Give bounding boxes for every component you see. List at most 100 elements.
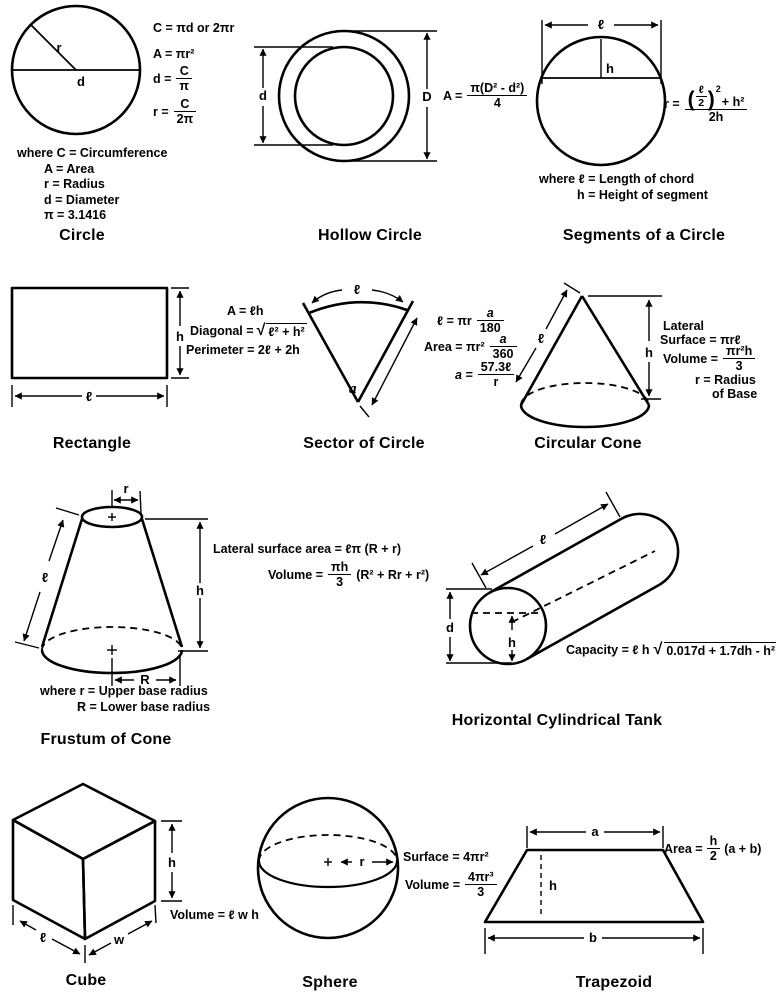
sector-arc <box>308 300 408 315</box>
fraction-denominator: 3 <box>328 574 352 589</box>
formula-lhs: A = <box>443 88 463 103</box>
fraction: π(D² - d²) 4 <box>467 81 528 111</box>
circle-drawing: r d <box>10 4 142 136</box>
cube-top-face <box>11 782 157 861</box>
cone-drawing: ℓ h <box>515 282 662 429</box>
legend-line: R = Lower base radius <box>77 699 211 714</box>
formula-rhs: (R² + Rr + r²) <box>356 567 430 582</box>
sphere-radius-label: r <box>359 854 364 869</box>
formula-lhs: Capacity = ℓ h <box>566 643 650 657</box>
hollow-area-formula: A = π(D² - d²) 4 <box>443 81 528 111</box>
top-center-cross <box>108 513 116 521</box>
circle-circumference-formula: C = πd or 2πr <box>153 21 235 35</box>
trapezoid-area-formula: Area = h 2 (a + b) <box>664 834 761 864</box>
legend-line: r = Radius <box>44 177 105 191</box>
close-paren: ) <box>707 88 715 112</box>
inner-circle-shape <box>293 45 395 147</box>
tank-back-cap <box>620 512 680 587</box>
segments-title: Segments of a Circle <box>562 227 726 244</box>
sector-left-edge <box>301 302 360 403</box>
cube-length-label: ℓ <box>40 930 46 945</box>
sector-drawing: ℓ a <box>301 282 418 418</box>
height-label: h <box>176 329 184 344</box>
fraction-numerator: ( ℓ 2 ) 2 + h² <box>685 84 748 112</box>
sqrt-symbol: √ <box>653 641 663 658</box>
fraction-numerator: h <box>709 834 718 848</box>
cone-title: Circular Cone <box>534 435 642 452</box>
fraction-denominator: 4 <box>467 95 528 110</box>
open-paren: ( <box>687 88 695 112</box>
segment-legend: where ℓ = Length of chord h = Height of … <box>539 172 708 203</box>
lower-radius-dimension: R <box>111 655 181 687</box>
frustum-base-back-dashed <box>41 626 183 651</box>
sector-radius-dimension <box>371 317 418 406</box>
inner-diameter-label: d <box>259 88 267 103</box>
circle-title: Circle <box>59 227 105 244</box>
numerator-rest: + h² <box>721 94 745 109</box>
circle-radius-formula: r = C 2π <box>153 97 197 127</box>
top-side-dimension: a <box>526 824 664 848</box>
fraction-denominator: 3 <box>465 884 497 899</box>
formula-lhs: ℓ = πr <box>437 313 472 328</box>
frustum-height-dimension: h <box>145 518 208 652</box>
frustum-title: Frustum of Cone <box>40 731 172 748</box>
lower-radius-label: R <box>140 672 150 687</box>
cone-height-label: h <box>645 345 653 360</box>
nested-fraction: ℓ 2 <box>695 84 707 109</box>
cone-surface-formula: Surface = πrℓ <box>660 333 741 347</box>
fraction: 4πr³ 3 <box>465 870 497 900</box>
cone-volume-formula: Volume = πr²h 3 <box>663 344 756 374</box>
trapezoid-height-dimension: h <box>540 855 557 917</box>
fraction-numerator: ℓ <box>698 84 704 96</box>
outer-diameter-dimension: D <box>344 30 437 162</box>
cone-radius-note2: of Base <box>712 387 758 401</box>
height-dimension: h <box>171 287 189 379</box>
length-label: ℓ <box>86 389 92 404</box>
segment-radius-formula: r = ( ℓ 2 ) 2 + h² 2h <box>664 84 748 125</box>
formula-lhs: Volume = <box>268 567 323 582</box>
cube-height-label: h <box>168 855 176 870</box>
rectangle-area-formula: A = ℓh <box>227 304 264 318</box>
frustum-height-label: h <box>196 583 204 598</box>
radicand: 0.017d + 1.7dh - h² <box>664 642 776 658</box>
radicand: ℓ² + h² <box>266 323 307 339</box>
fraction-denominator: 3 <box>723 358 756 373</box>
legend-line: where r = Upper base radius <box>40 684 208 698</box>
sphere-center-cross <box>324 858 332 866</box>
fraction: a 180 <box>476 306 504 336</box>
cone-left-slant <box>519 295 584 406</box>
rectangle-perimeter-formula: Perimeter = 2ℓ + 2h <box>186 343 300 357</box>
rectangle-drawing: h ℓ <box>10 286 189 407</box>
fraction-numerator: 57.3ℓ <box>480 360 512 374</box>
sphere-volume-formula: Volume = 4πr³ 3 <box>405 870 497 900</box>
formula-rhs: (a + b) <box>724 841 762 856</box>
cube-right-face <box>81 819 157 941</box>
sector-arc-formula: ℓ = πr a 180 <box>437 306 504 336</box>
rectangle-diagonal-formula: Diagonal = √ ℓ² + h² <box>190 322 307 340</box>
formula-lhs: Volume = <box>663 351 718 366</box>
circle-legend: where C = Circumference A = Area r = Rad… <box>17 146 167 224</box>
frustum-legend: where r = Upper base radius R = Lower ba… <box>40 684 210 715</box>
frustum-volume-formula: Volume = πh 3 (R² + Rr + r²) <box>268 560 429 590</box>
cube-width-dimension: w <box>88 904 157 956</box>
cube-title: Cube <box>65 972 107 989</box>
tank-front-circle <box>468 586 548 666</box>
trapezoid-drawing: a b h <box>483 824 705 954</box>
cone-lateral-label: Lateral <box>663 319 704 333</box>
slant-dimension: ℓ <box>515 282 581 383</box>
upper-radius-label: r <box>123 481 128 496</box>
length-dimension: ℓ <box>11 385 168 407</box>
fraction-denominator: 2 <box>695 96 707 109</box>
cone-base-back-dashed <box>520 382 650 406</box>
slant-label: ℓ <box>538 331 544 346</box>
sector-title: Sector of Circle <box>303 435 425 452</box>
cube-height-dimension: h <box>161 820 182 902</box>
sphere-radius-dimension: r <box>340 854 394 869</box>
legend-line: d = Diameter <box>44 192 120 207</box>
fraction-denominator: 2h <box>684 109 748 124</box>
fraction: πh 3 <box>328 560 352 590</box>
cone-base-front <box>519 404 651 429</box>
frustum-left-side <box>40 518 84 648</box>
sphere-title: Sphere <box>302 974 358 991</box>
